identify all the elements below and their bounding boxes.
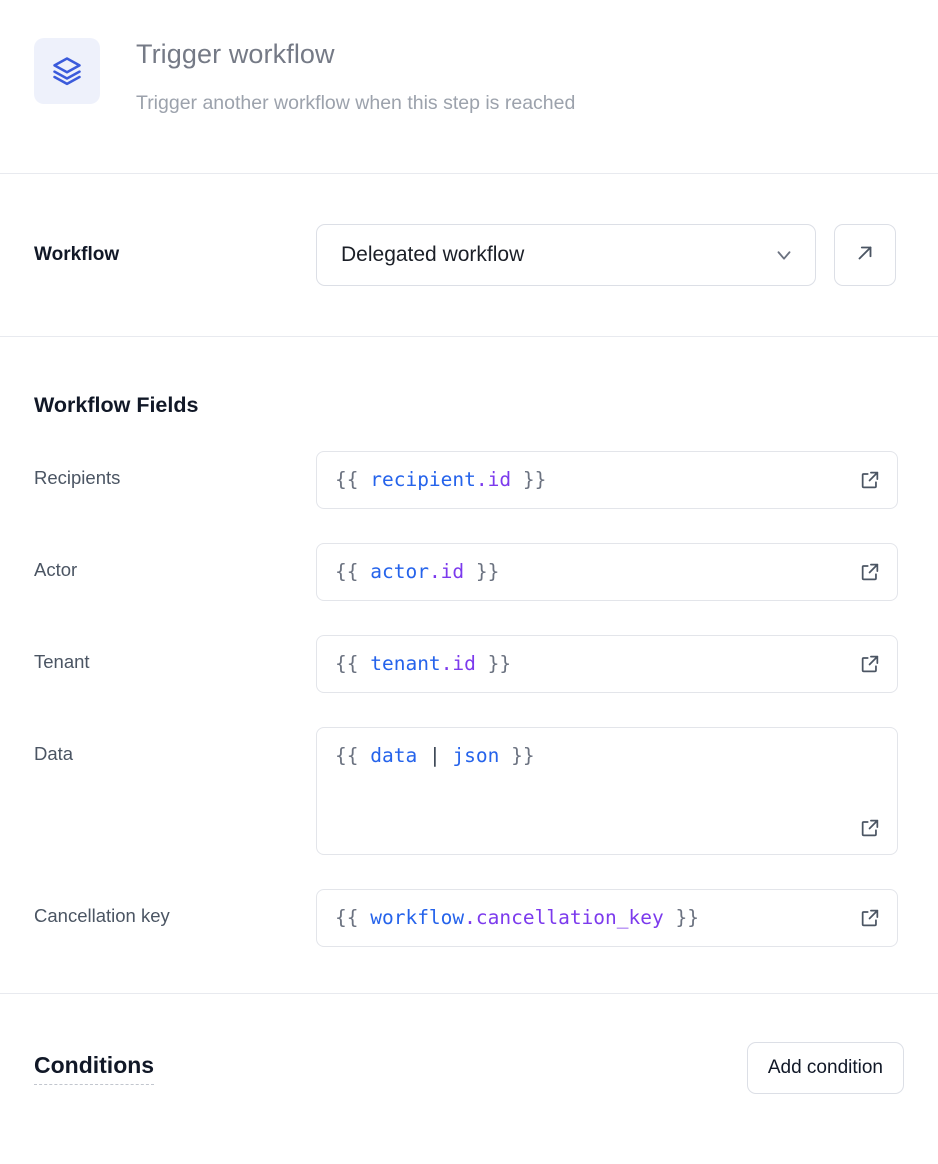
expression-input[interactable]: {{ recipient.id }} xyxy=(316,451,898,509)
page-title: Trigger workflow xyxy=(136,39,335,69)
step-header: Trigger workflow Trigger another workflo… xyxy=(0,0,938,173)
open-workflow-button[interactable] xyxy=(834,224,896,286)
field-label: Tenant xyxy=(34,651,90,672)
field-row: Recipients {{ recipient.id }} xyxy=(34,451,904,509)
field-label: Data xyxy=(34,743,74,764)
step-header-text: Trigger workflow Trigger another workflo… xyxy=(136,34,575,118)
external-link-icon[interactable] xyxy=(859,817,881,839)
field-label: Cancellation key xyxy=(34,905,170,926)
expression-value: {{ actor.id }} xyxy=(335,560,500,583)
expression-input[interactable]: {{ actor.id }} xyxy=(316,543,898,601)
external-link-icon[interactable] xyxy=(859,653,881,675)
layers-icon xyxy=(34,38,100,104)
workflow-fields-section: Workflow Fields Recipients {{ recipient.i… xyxy=(0,337,938,993)
field-label: Actor xyxy=(34,559,78,580)
divider-header xyxy=(0,173,938,174)
divider-fields xyxy=(0,993,938,994)
external-link-icon[interactable] xyxy=(859,469,881,491)
field-row: Data {{ data | json }} xyxy=(34,727,904,855)
field-label: Recipients xyxy=(34,467,121,488)
workflow-fields-list: Recipients {{ recipient.id }} Actor {{ acto… xyxy=(34,451,904,947)
field-row: Actor {{ actor.id }} xyxy=(34,543,904,601)
expression-input[interactable]: {{ data | json }} xyxy=(316,727,898,855)
arrow-up-right-icon xyxy=(854,242,876,269)
workflow-label: Workflow xyxy=(34,244,120,265)
divider-workflow xyxy=(0,336,938,337)
workflow-select-value: Delegated workflow xyxy=(341,243,525,266)
external-link-icon[interactable] xyxy=(859,907,881,929)
page-subtitle: Trigger another workflow when this step … xyxy=(136,92,576,114)
field-row: Cancellation key {{ workflow.cancellation… xyxy=(34,889,904,947)
spacer xyxy=(34,947,904,993)
conditions-title: Conditions xyxy=(34,1051,155,1085)
conditions-section: Conditions Add condition xyxy=(0,994,938,1142)
expression-value: {{ recipient.id }} xyxy=(335,468,547,491)
workflow-select-wrap: Delegated workflow xyxy=(316,224,896,286)
expression-input[interactable]: {{ workflow.cancellation_key }} xyxy=(316,889,898,947)
add-condition-button[interactable]: Add condition xyxy=(746,1042,904,1094)
expression-value: {{ data | json }} xyxy=(335,744,535,767)
expression-input[interactable]: {{ tenant.id }} xyxy=(316,635,898,693)
expression-value: {{ workflow.cancellation_key }} xyxy=(335,906,699,929)
workflow-fields-title: Workflow Fields xyxy=(34,393,199,417)
chevron-down-icon xyxy=(773,244,795,266)
workflow-select-section: Workflow Delegated workflow xyxy=(0,174,938,336)
expression-value: {{ tenant.id }} xyxy=(335,652,512,675)
field-row: Tenant {{ tenant.id }} xyxy=(34,635,904,693)
workflow-select[interactable]: Delegated workflow xyxy=(316,224,816,286)
external-link-icon[interactable] xyxy=(859,561,881,583)
